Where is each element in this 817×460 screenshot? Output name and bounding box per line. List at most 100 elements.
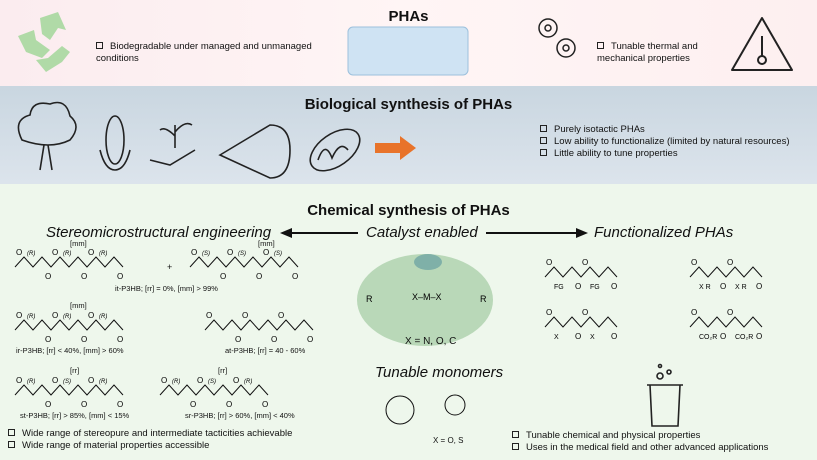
chain-backbone (544, 266, 618, 278)
ligand-backbone (414, 254, 442, 270)
bullet-text: Tunable chemical and physical properties (526, 430, 701, 441)
carbonyl-oxygen: O (220, 272, 226, 281)
functionalized-heading: Functionalized PHAs (594, 224, 734, 241)
oxygen-atom: O (233, 376, 239, 385)
bullet-tune: Little ability to tune properties (540, 148, 790, 160)
bullet-tacticities: Wide range of stereopure and intermediat… (8, 428, 292, 440)
carbonyl-oxygen: O (45, 400, 51, 409)
oxygen-atom: O (263, 248, 269, 257)
oxygen-atom: O (88, 248, 94, 257)
substituent-label: X (554, 334, 559, 341)
bullet-text: Wide range of stereopure and intermediat… (22, 428, 293, 439)
carbonyl-oxygen: O (81, 400, 87, 409)
chain-backbone (14, 256, 124, 268)
checkbox-bullet-icon (540, 125, 547, 132)
biological-synthesis-section (0, 86, 817, 184)
tree-icon (17, 101, 77, 171)
carbonyl-oxygen: O (117, 335, 123, 344)
carbonyl-oxygen: O (117, 272, 123, 281)
oxygen-atom: O (691, 258, 697, 267)
recycle-icon (18, 12, 70, 72)
carbonyl-oxygen: O (190, 400, 196, 409)
oxygen-atom: O (727, 308, 733, 317)
corn-icon (99, 115, 131, 171)
beaker-icon (647, 363, 683, 427)
catalyst-x-label: X = N, O, C (405, 336, 457, 347)
catalyst-atom-label: R (366, 294, 373, 304)
stereocenter-label: (R) (172, 379, 180, 385)
bullet-tunable: Tunable thermal and mechanical propertie… (597, 41, 717, 65)
carbonyl-oxygen: O (45, 272, 51, 281)
chain-backbone (14, 384, 124, 396)
carbonyl-oxygen: O (226, 400, 232, 409)
bullet-text: Purely isotactic PHAs (554, 124, 645, 135)
checkbox-bullet-icon (512, 443, 519, 450)
caption-at: at-P3HB; [rr] = 40 - 60% (225, 346, 306, 355)
arrow-right-icon (375, 136, 416, 160)
stereocenter-label: (S) (274, 251, 282, 257)
polymer-chain: O O O O O O (204, 311, 314, 344)
chain-backbone (689, 266, 763, 278)
tacticity-mm: [mm] (258, 239, 275, 248)
bullet-text: Little ability to tune properties (554, 148, 678, 159)
catalyst-atom-label: X–M–X (412, 292, 442, 302)
polymer-chain: O(R)OO(R)OO(R)O (14, 248, 124, 281)
stereocenter-label: (S) (202, 251, 210, 257)
carbonyl-oxygen: O (756, 282, 762, 291)
oxygen-atom: O (691, 308, 697, 317)
stereocenter-label: (R) (99, 314, 107, 320)
tacticity-mm: [mm] (70, 301, 87, 310)
mitochondria-icon (309, 128, 361, 172)
tacticity-mm: [mm] (70, 239, 87, 248)
stereocenter-label: (R) (63, 251, 71, 257)
checkbox-bullet-icon (8, 429, 15, 436)
checkbox-bullet-icon (540, 137, 547, 144)
oxygen-atom: O (546, 258, 552, 267)
bullet-functionalize: Low ability to functionalize (limited by… (540, 136, 790, 148)
bullet-isotactic: Purely isotactic PHAs (540, 124, 790, 136)
bullet-biodegradable: Biodegradable under managed and unmanage… (96, 41, 336, 65)
checkbox-bullet-icon (8, 441, 15, 448)
stereocenter-label: (S) (63, 379, 71, 385)
bullet-tunable-props: Tunable chemical and physical properties (512, 430, 768, 442)
oxygen-atom: O (546, 308, 552, 317)
carbonyl-oxygen: O (271, 335, 277, 344)
chain-backbone (544, 316, 618, 328)
pha-title: PHAs (388, 8, 429, 25)
top-icons (18, 12, 793, 76)
carbonyl-oxygen: O (611, 332, 617, 341)
polymer-chain: O(R)OO(R)OO(R)O (14, 311, 124, 344)
carbonyl-oxygen: O (45, 335, 51, 344)
carbonyl-oxygen: O (262, 400, 268, 409)
biological-icons (17, 101, 416, 179)
oxygen-atom: O (278, 311, 284, 320)
carbonyl-oxygen: O (235, 335, 241, 344)
carbonyl-oxygen: O (720, 332, 726, 341)
carbonyl-oxygen: O (575, 282, 581, 291)
monomer-x-label: X = O, S (433, 436, 464, 445)
biological-bullets: Purely isotactic PHAs Low ability to fun… (540, 124, 790, 160)
carbonyl-oxygen: O (117, 400, 123, 409)
functional-bullets: Tunable chemical and physical properties… (512, 430, 768, 454)
carbonyl-oxygen: O (307, 335, 313, 344)
catalyst-heading: Catalyst enabled (366, 224, 478, 241)
carbonyl-oxygen: O (81, 335, 87, 344)
stereocenter-label: (R) (27, 314, 35, 320)
oxygen-atom: O (242, 311, 248, 320)
bullet-text: Tunable thermal and mechanical propertie… (597, 41, 698, 64)
tacticity-rr: [rr] (70, 366, 80, 375)
carbonyl-oxygen: O (720, 282, 726, 291)
bullet-text: Wide range of material properties access… (22, 440, 210, 451)
oxygen-atom: O (16, 376, 22, 385)
pha-structure-box (347, 26, 469, 76)
chain-backbone (14, 319, 124, 331)
bullet-text: Uses in the medical field and other adva… (526, 442, 769, 453)
oxygen-atom: O (206, 311, 212, 320)
caption-it: it-P3HB; [rr] = 0%, [mm] > 99% (115, 284, 218, 293)
oxygen-atom: O (16, 311, 22, 320)
plus-sign: + (167, 262, 173, 272)
checkbox-bullet-icon (512, 431, 519, 438)
